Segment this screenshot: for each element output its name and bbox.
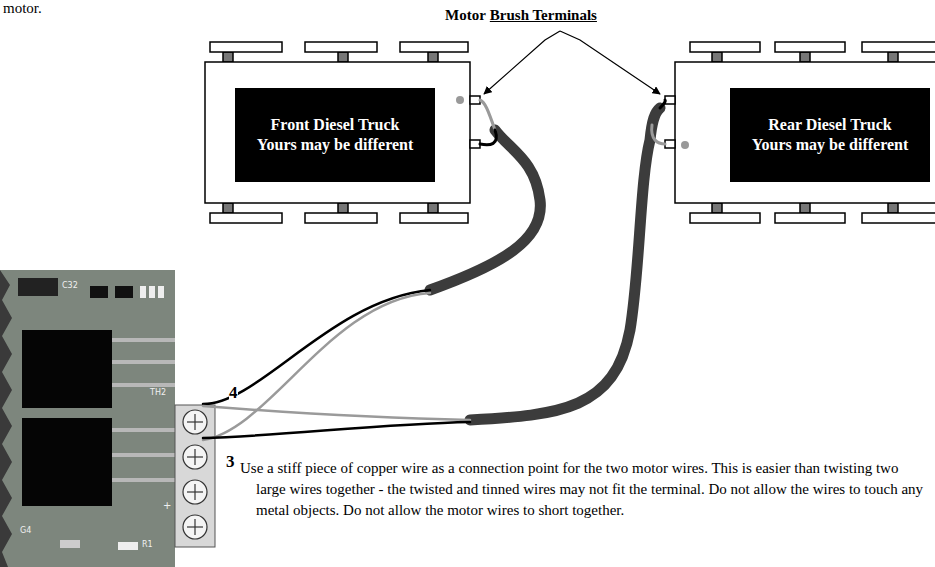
truck-note: Yours may be different	[752, 135, 909, 155]
callout-title: Motor	[445, 7, 486, 24]
board-marking: TH2	[150, 388, 166, 397]
front-truck	[205, 42, 480, 223]
note-fragment: motor.	[3, 0, 42, 17]
leader-arrows	[484, 31, 660, 94]
instruction-note: Use a stiff piece of copper wire as a co…	[240, 458, 930, 521]
terminal-number: 3	[226, 452, 235, 472]
truck-note: Yours may be different	[257, 135, 414, 155]
rear-truck	[665, 42, 935, 223]
board-marking: G4	[20, 526, 31, 535]
truck-motor-box: Front Diesel TruckYours may be different	[235, 88, 435, 182]
board-marking: R1	[142, 540, 153, 549]
decoder-board	[0, 270, 215, 567]
callout-title: Brush Terminals	[490, 7, 597, 24]
board-marking: +	[163, 500, 171, 511]
truck-name: Rear Diesel Truck	[768, 115, 892, 135]
board-marking: C32	[62, 281, 78, 290]
truck-name: Front Diesel Truck	[271, 115, 400, 135]
truck-motor-box: Rear Diesel TruckYours may be different	[730, 88, 930, 182]
terminal-number: 4	[229, 383, 238, 403]
